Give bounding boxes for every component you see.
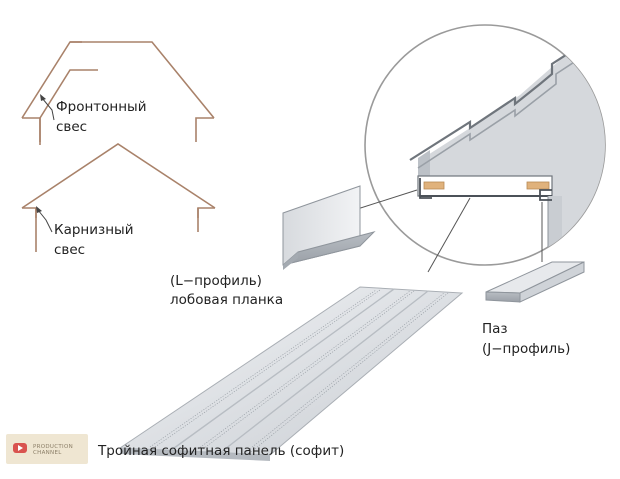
l-profile-part [282, 185, 376, 270]
groove-label-1: Паз [482, 321, 508, 337]
l-profile-label-2: лобовая планка [170, 292, 284, 308]
soffit-panel-part [118, 286, 464, 461]
play-icon [13, 443, 27, 453]
wood-batten-right [526, 181, 550, 190]
gable-overhang-label-1: Фронтонный [56, 99, 147, 115]
soffit-panel-label: Тройная софитная панель (софит) [98, 443, 345, 459]
house-gable-outline [21, 41, 215, 145]
watermark-line-2: CHANNEL [33, 450, 62, 456]
watermark-line-1: PRODUCTION [33, 444, 73, 450]
arrow-head-gable [40, 94, 46, 101]
groove-label-2: (J−профиль) [482, 341, 571, 357]
overhang-leaders [37, 97, 55, 233]
arrow-head-eaves [36, 206, 42, 213]
j-profile-part [485, 261, 585, 303]
eaves-overhang-label-1: Карнизный [54, 222, 134, 238]
detail-circle [364, 24, 606, 266]
l-profile-label-1: (L−профиль) [170, 273, 262, 289]
eaves-overhang-label-2: свес [54, 242, 86, 258]
gable-overhang-label-2: свес [56, 119, 88, 135]
watermark-badge: PRODUCTION CHANNEL [6, 434, 88, 464]
wood-batten-left [423, 181, 445, 190]
house-eaves-outline [21, 143, 216, 252]
